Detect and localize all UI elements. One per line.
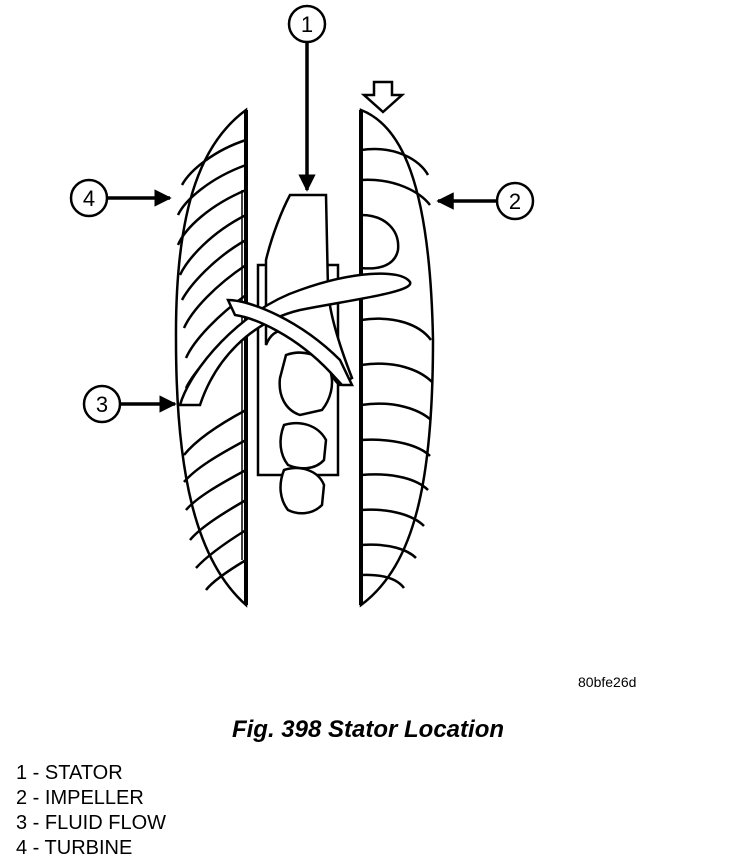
legend-item-fluid-flow: 3 - FLUID FLOW (16, 812, 167, 834)
callout-2: 2 (436, 181, 535, 221)
stator-drawing (256, 193, 354, 515)
legend: 1 - STATOR 2 - IMPELLER 3 - FLUID FLOW 4… (16, 761, 166, 861)
figure-caption: Fig. 398 Stator Location (231, 716, 505, 743)
legend-item-turbine: 4 - TURBINE (16, 837, 133, 859)
down-arrow-icon (360, 80, 406, 114)
figure-code: 80bfe26d (578, 674, 637, 690)
impeller-drawing (359, 108, 435, 608)
callout-4: 4 (69, 178, 172, 218)
torque-converter-diagram: 1 2 3 4 (69, 4, 535, 608)
callout-3: 3 (82, 384, 177, 424)
svg-text:1: 1 (301, 12, 313, 37)
fluid-flow-path (178, 272, 412, 407)
callout-1: 1 (287, 4, 327, 192)
svg-text:2: 2 (509, 189, 521, 214)
svg-text:3: 3 (96, 392, 108, 417)
legend-item-stator: 1 - STATOR (16, 762, 123, 784)
svg-text:4: 4 (83, 186, 95, 211)
legend-item-impeller: 2 - IMPELLER (16, 787, 144, 809)
